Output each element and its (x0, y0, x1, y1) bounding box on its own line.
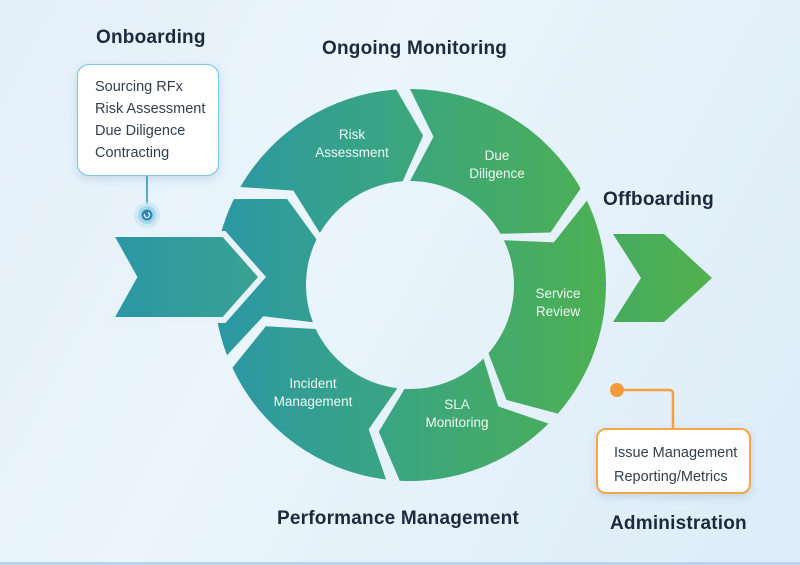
administration-callout-item: Reporting/Metrics (614, 469, 728, 485)
cycle-ring (213, 89, 606, 481)
bottom-edge-strip (0, 562, 800, 565)
stage-label-performance-management: Performance Management (277, 508, 519, 529)
entry-arrow (104, 231, 267, 323)
segment-label-service-line1: Service (535, 286, 580, 301)
onboarding-callout-item: Due Diligence (95, 123, 186, 139)
onboarding-callout-item: Sourcing RFx (95, 79, 183, 95)
cycle-ring-labels: Risk Assessment Due Diligence Service Re… (274, 127, 581, 430)
segment-incident-management (232, 326, 398, 480)
segment-service-review (488, 200, 606, 414)
segment-due-diligence (410, 89, 581, 234)
stage-label-onboarding: Onboarding (96, 27, 206, 48)
stage-label-offboarding: Offboarding (603, 189, 714, 210)
segment-label-service-line2: Review (536, 304, 581, 319)
administration-callout-box: Issue Management Reporting/Metrics (596, 428, 751, 494)
segment-label-sla-line1: SLA (444, 397, 470, 412)
administration-connector-dot-icon (610, 383, 624, 397)
onboarding-callout-box: Sourcing RFx Risk Assessment Due Diligen… (77, 64, 219, 176)
segment-label-incident-line1: Incident (289, 376, 337, 391)
segment-label-incident-line2: Management (274, 394, 353, 409)
segment-label-risk-line2: Assessment (315, 145, 389, 160)
segment-label-due-line2: Diligence (469, 166, 525, 181)
segment-label-due-line1: Due (485, 148, 510, 163)
exit-arrow (613, 234, 712, 322)
segment-risk-assessment (240, 89, 424, 233)
administration-connector-line (624, 388, 675, 428)
stage-label-ongoing-monitoring: Ongoing Monitoring (322, 38, 508, 59)
onboarding-callout-item: Risk Assessment (95, 101, 206, 117)
onboarding-connector-dot-icon (134, 202, 160, 228)
stage-label-administration: Administration (610, 513, 747, 534)
segment-sla-monitoring (378, 358, 549, 481)
segment-label-risk-line1: Risk (339, 127, 365, 142)
segment-label-sla-line2: Monitoring (425, 415, 488, 430)
administration-callout-item: Issue Management (614, 445, 738, 461)
onboarding-callout-item: Contracting (95, 145, 170, 161)
